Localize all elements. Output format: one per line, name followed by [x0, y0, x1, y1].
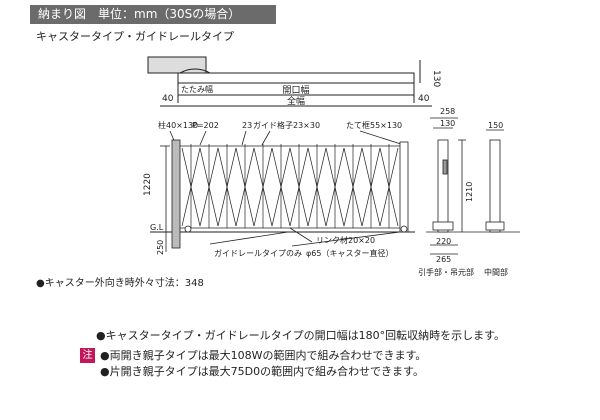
left-offset: 40 — [162, 94, 174, 104]
frame-label: たて框55×130 — [346, 120, 402, 130]
guide-bar-label: ガイド格子23×30 — [253, 120, 320, 130]
total-label: 全幅 — [287, 95, 305, 107]
side-height: 1210 — [465, 182, 474, 202]
post-label: 柱40×130 — [158, 120, 198, 130]
caster-label: φ65（キャスター直径） — [306, 248, 393, 258]
lattice — [181, 144, 399, 228]
gate-post — [171, 139, 181, 249]
right-offset: 40 — [418, 94, 430, 104]
side-width-top: 258 — [440, 107, 455, 116]
side-bottom-a: 220 — [436, 237, 451, 246]
page-title: 納まり図 単位：mm（30Sの場合） — [30, 5, 276, 24]
top-view — [147, 56, 432, 107]
mid-width: 150 — [488, 121, 503, 130]
side-bottom-b: 265 — [436, 255, 451, 264]
side-view — [426, 117, 520, 255]
front-height-dim: 1220 — [143, 173, 153, 196]
note-line-2: ●片開き親子タイプは最大75D0の範囲内で組み合わせできます。 — [100, 365, 424, 378]
swing-arc — [179, 68, 211, 74]
folded-gate-hatch — [147, 56, 207, 74]
note-line-1: ●両開き親子タイプは最大108Wの範囲内で組み合わせできます。 — [100, 349, 427, 362]
side-width-mid: 130 — [440, 119, 455, 128]
vertical-frame — [399, 141, 409, 233]
rail-height-dim: 130 — [431, 70, 441, 87]
pitch-value: 23 — [242, 121, 252, 130]
gate-diagram: たたみ幅 開口幅 全幅 40 40 130 柱40×130 P=202 23 ガ… — [143, 56, 520, 277]
guide-rail-label: ガイドレールタイプのみ — [214, 248, 302, 258]
note-badge: 注 — [80, 348, 95, 363]
top-rail — [177, 72, 415, 84]
subtitle: キャスタータイプ・ガイドレールタイプ — [36, 30, 234, 43]
depth-dim: 250 — [156, 240, 165, 255]
note-main: ●キャスタータイプ・ガイドレールタイプの開口幅は180°回転収納時を示します。 — [96, 329, 505, 342]
opening-label: 開口幅 — [282, 84, 309, 96]
folded-label: たたみ幅 — [181, 84, 213, 94]
link-label: リンク材20×20 — [316, 235, 375, 245]
outer-size-note: ●キャスター外向き時外々寸法：348 — [36, 278, 204, 289]
pitch-label: P=202 — [192, 121, 219, 130]
gl-label: G.L — [150, 223, 164, 232]
handle-label: 引手部・吊元部 — [418, 267, 474, 277]
mid-label: 中間部 — [484, 267, 508, 277]
front-view — [150, 130, 415, 252]
